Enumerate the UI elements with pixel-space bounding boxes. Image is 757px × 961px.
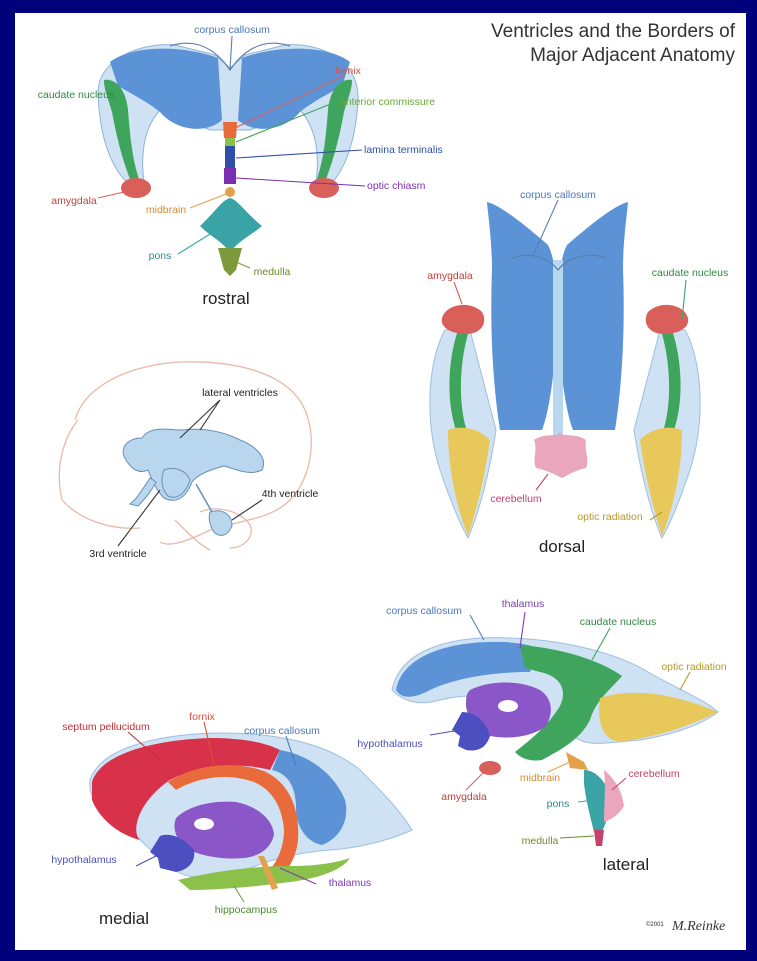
rostral-optic-chiasm <box>224 168 236 184</box>
overview-label-lateral-ventricles: lateral ventricles <box>202 387 278 399</box>
dorsal-midline-stalk <box>553 260 563 435</box>
signature-artist: M.Reinke <box>671 919 725 934</box>
rostral-label-caudate-nucleus: caudate nucleus <box>38 89 114 101</box>
overview-stem-outline <box>175 520 210 550</box>
lateral-label-corpus-callosum: corpus callosum <box>386 605 462 617</box>
dorsal-view: corpus callosum amygdala caudate nucleus… <box>427 189 728 556</box>
lateral-midbrain <box>566 752 588 770</box>
rostral-view-label: rostral <box>202 289 249 308</box>
rostral-label-medulla: medulla <box>254 266 291 278</box>
rostral-label-fornix: fornix <box>335 65 361 77</box>
dorsal-left-body <box>487 202 558 430</box>
rostral-medulla <box>218 248 242 276</box>
rostral-label-anterior-commissure: anterior commissure <box>340 96 435 108</box>
rostral-midbrain <box>225 187 235 197</box>
dorsal-label-cerebellum: cerebellum <box>490 493 542 505</box>
dorsal-label-optic-radiation: optic radiation <box>577 511 643 523</box>
lateral-label-optic-radiation: optic radiation <box>661 661 727 673</box>
dorsal-label-amygdala: amygdala <box>427 270 473 282</box>
overview-aqueduct <box>196 484 212 512</box>
overview-fourth-ventricle <box>209 511 232 536</box>
lateral-view-label: lateral <box>603 855 649 874</box>
overview-temporal-horn <box>130 478 156 506</box>
rostral-lamina-terminalis <box>225 146 235 168</box>
lateral-label-thalamus: thalamus <box>502 598 545 610</box>
dorsal-right-body <box>557 202 628 430</box>
lateral-amygdala <box>479 761 501 775</box>
dorsal-view-label: dorsal <box>539 537 585 556</box>
rostral-amygdala-right <box>309 178 339 198</box>
lateral-cerebellum <box>604 770 624 822</box>
rostral-label-amygdala: amygdala <box>51 195 97 207</box>
dorsal-label-caudate-nucleus: caudate nucleus <box>652 267 728 279</box>
medial-interthalamic-adhesion <box>194 818 214 830</box>
rostral-fornix <box>223 122 237 138</box>
medial-label-corpus-callosum: corpus callosum <box>244 725 320 737</box>
lateral-label-amygdala: amygdala <box>441 791 487 803</box>
signature-copyright: ©2001 <box>646 921 664 928</box>
lateral-interthalamic-adhesion <box>498 700 518 712</box>
rostral-label-lamina-terminalis: lamina terminalis <box>364 144 443 156</box>
medial-label-hippocampus: hippocampus <box>215 904 277 916</box>
medial-label-thalamus: thalamus <box>329 877 372 889</box>
medial-label-fornix: fornix <box>189 711 215 723</box>
lateral-medulla <box>594 830 604 846</box>
overview-label-fourth-ventricle: 4th ventricle <box>262 488 319 500</box>
dorsal-cerebellum <box>534 432 587 478</box>
rostral-label-midbrain: midbrain <box>146 204 186 216</box>
overview-brain-inner-outline <box>59 420 140 528</box>
medial-view-label: medial <box>99 909 149 928</box>
lateral-view: corpus callosum thalamus caudate nucleus… <box>357 598 727 874</box>
rostral-label-corpus-callosum: corpus callosum <box>194 24 270 36</box>
lateral-label-caudate-nucleus: caudate nucleus <box>580 616 656 628</box>
rostral-view: corpus callosum fornix caudate nucleus a… <box>38 24 443 308</box>
rostral-anterior-commissure <box>225 138 235 146</box>
lateral-label-pons: pons <box>547 798 570 810</box>
overview-view: lateral ventricles 4th ventricle 3rd ven… <box>59 362 318 560</box>
lateral-label-hypothalamus: hypothalamus <box>357 738 422 750</box>
lateral-label-midbrain: midbrain <box>520 772 560 784</box>
dorsal-amygdala-left <box>442 305 485 334</box>
overview-label-third-ventricle: 3rd ventricle <box>89 548 146 560</box>
lateral-label-cerebellum: cerebellum <box>628 768 680 780</box>
artist-signature: ©2001 M.Reinke <box>646 919 725 934</box>
rostral-pons <box>200 198 262 252</box>
dorsal-label-corpus-callosum: corpus callosum <box>520 189 596 201</box>
medial-label-hypothalamus: hypothalamus <box>51 854 116 866</box>
medial-label-septum-pellucidum: septum pellucidum <box>62 721 150 733</box>
rostral-label-pons: pons <box>149 250 172 262</box>
rostral-label-optic-chiasm: optic chiasm <box>367 180 426 192</box>
lateral-label-medulla: medulla <box>522 835 559 847</box>
rostral-amygdala-left <box>121 178 151 198</box>
